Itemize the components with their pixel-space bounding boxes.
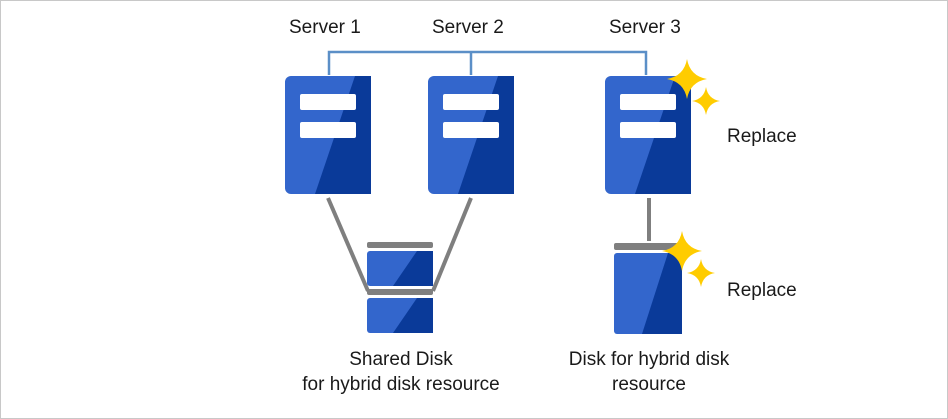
- replace-label-server: Replace: [727, 126, 797, 147]
- server-2-label: Server 2: [432, 17, 504, 38]
- server-3-icon: [605, 76, 691, 194]
- network-line: [327, 50, 648, 75]
- hybrid-disk-caption-line2: resource: [612, 374, 686, 395]
- server-1-label: Server 1: [289, 17, 361, 38]
- hybrid-disk-icon: [614, 243, 682, 334]
- server-1-icon: [285, 76, 371, 194]
- shared-disk-caption-line1: Shared Disk: [349, 349, 453, 370]
- hybrid-disk-caption: Disk for hybrid disk resource: [547, 347, 751, 397]
- server-3-label: Server 3: [609, 17, 681, 38]
- shared-disk-caption-line2: for hybrid disk resource: [302, 374, 500, 395]
- shared-disk-icon: [367, 242, 433, 333]
- disk-cables: [326, 197, 651, 292]
- server-2-icon: [428, 76, 514, 194]
- hybrid-disk-caption-line1: Disk for hybrid disk: [568, 349, 730, 370]
- shared-disk-caption: Shared Disk for hybrid disk resource: [279, 347, 523, 397]
- replace-label-disk: Replace: [727, 280, 797, 301]
